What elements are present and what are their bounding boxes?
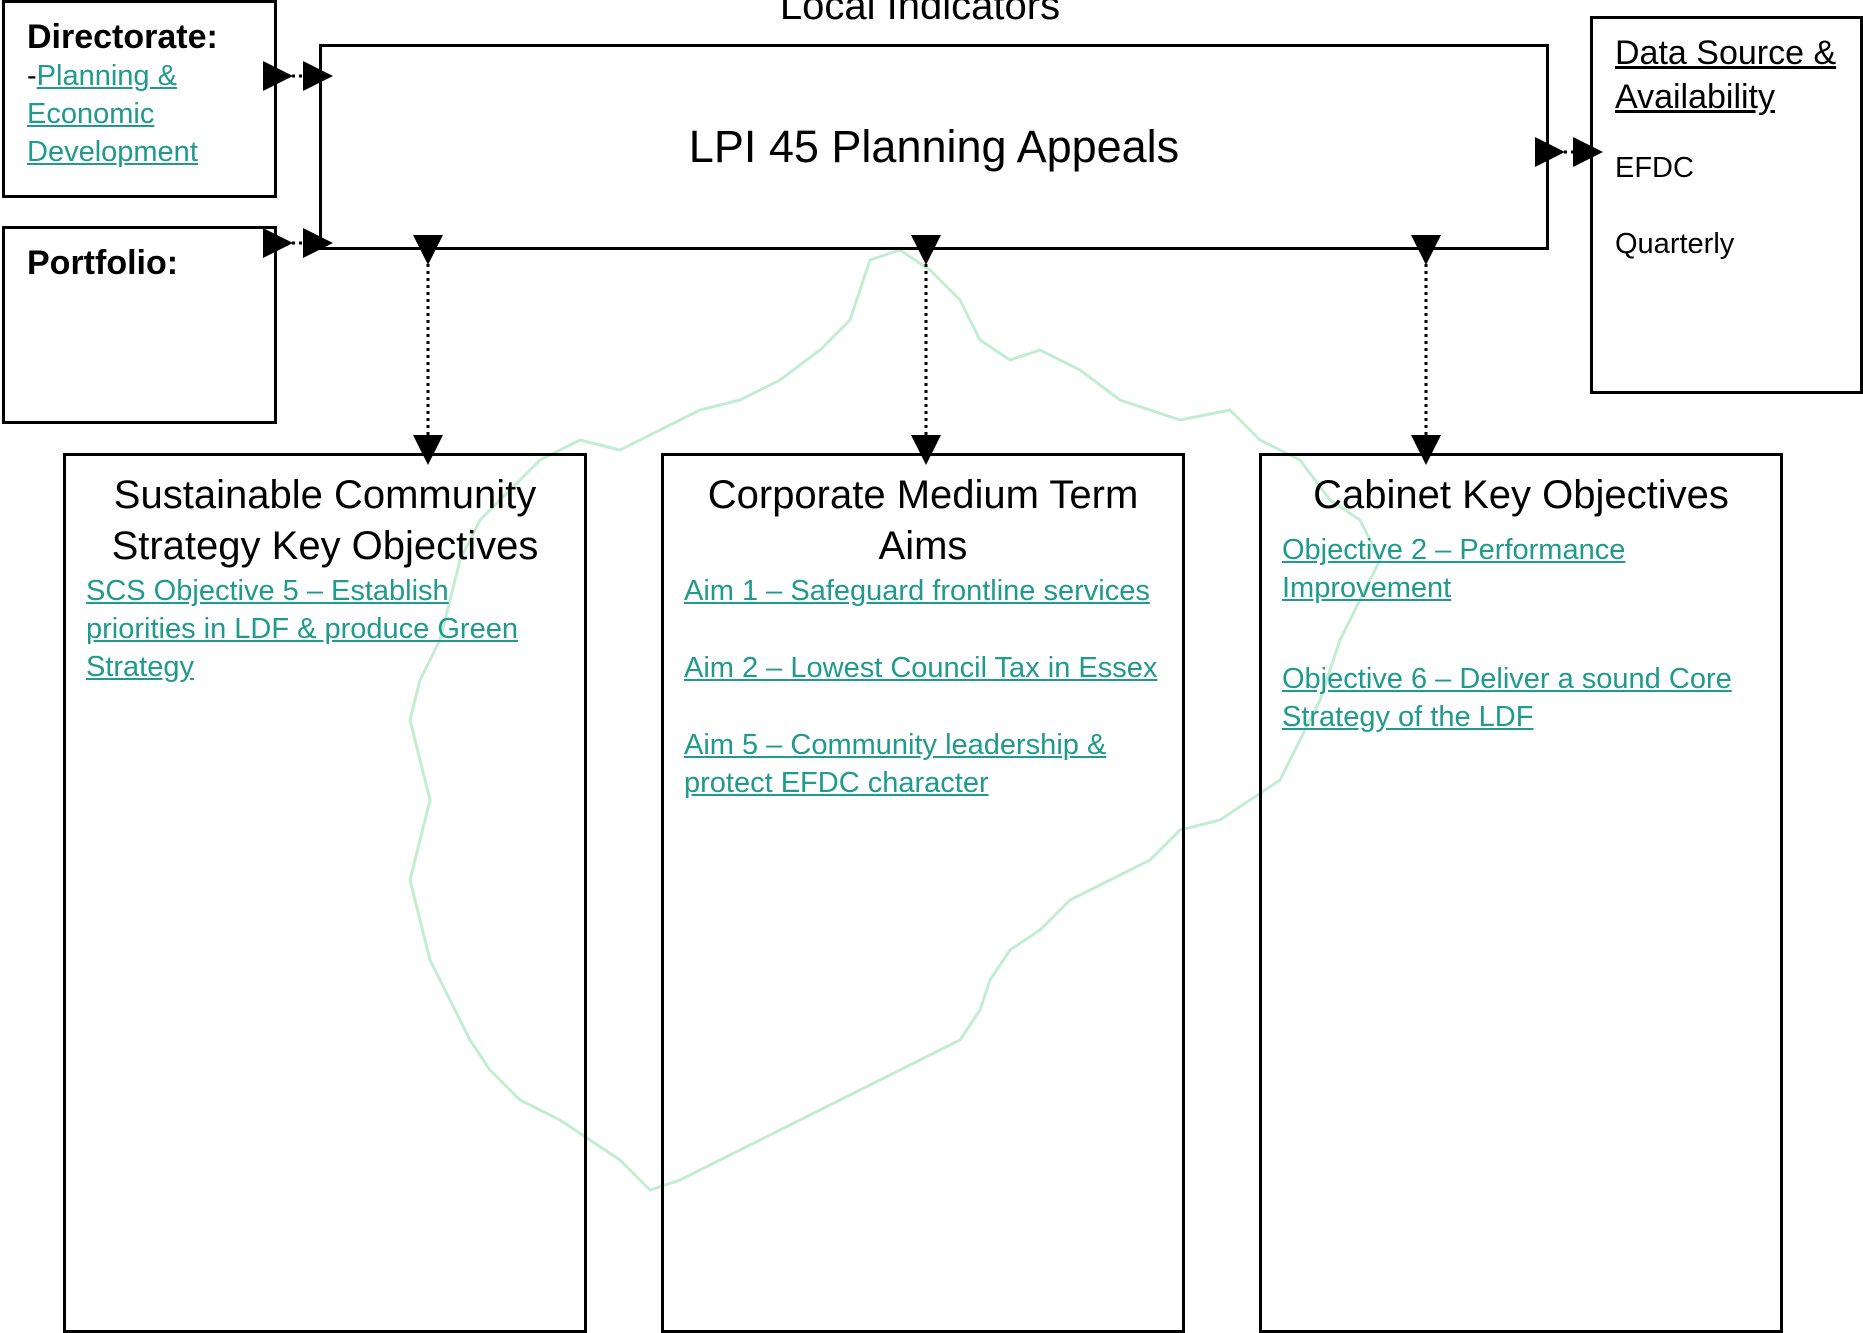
directorate-link[interactable]: Planning & Economic Development <box>27 60 198 168</box>
data-source-heading[interactable]: Data Source & Availability <box>1615 34 1837 116</box>
data-source-frequency: Quarterly <box>1615 228 1735 260</box>
data-source-source: EFDC <box>1615 152 1694 184</box>
scs-objectives-box: Sustainable Community Strategy Key Objec… <box>63 453 587 1333</box>
portfolio-heading: Portfolio: <box>27 244 179 282</box>
directorate-heading: Directorate: <box>27 18 218 56</box>
page-title: Local Indicators <box>779 0 1061 28</box>
cabinet-objective-link-1[interactable]: Objective 2 – Performance Improvement <box>1282 534 1626 604</box>
aim-link-2[interactable]: Aim 2 – Lowest Council Tax in Essex <box>684 652 1158 684</box>
aim-link-3[interactable]: Aim 5 – Community leadership & protect E… <box>684 729 1107 799</box>
directorate-box: Directorate: -Planning & Economic Develo… <box>2 0 277 198</box>
data-source-box: Data Source & Availability EFDC Quarterl… <box>1590 16 1863 394</box>
cabinet-objectives-heading: Cabinet Key Objectives <box>1313 473 1729 517</box>
medium-term-aims-box: Corporate Medium Term Aims Aim 1 – Safeg… <box>661 453 1185 1333</box>
aim-link-1[interactable]: Aim 1 – Safeguard frontline services <box>684 575 1150 607</box>
cabinet-objective-link-2[interactable]: Objective 6 – Deliver a sound Core Strat… <box>1282 663 1732 733</box>
medium-term-aims-heading: Corporate Medium Term Aims <box>707 473 1139 568</box>
cabinet-objectives-box: Cabinet Key Objectives Objective 2 – Per… <box>1259 453 1783 1333</box>
indicator-title: LPI 45 Planning Appeals <box>688 121 1180 172</box>
indicator-box: LPI 45 Planning Appeals <box>319 44 1549 250</box>
scs-objective-link[interactable]: SCS Objective 5 – Establish priorities i… <box>86 575 518 683</box>
directorate-prefix: - <box>27 60 37 92</box>
scs-objectives-heading: Sustainable Community Strategy Key Objec… <box>111 473 539 568</box>
portfolio-box: Portfolio: <box>2 226 277 424</box>
